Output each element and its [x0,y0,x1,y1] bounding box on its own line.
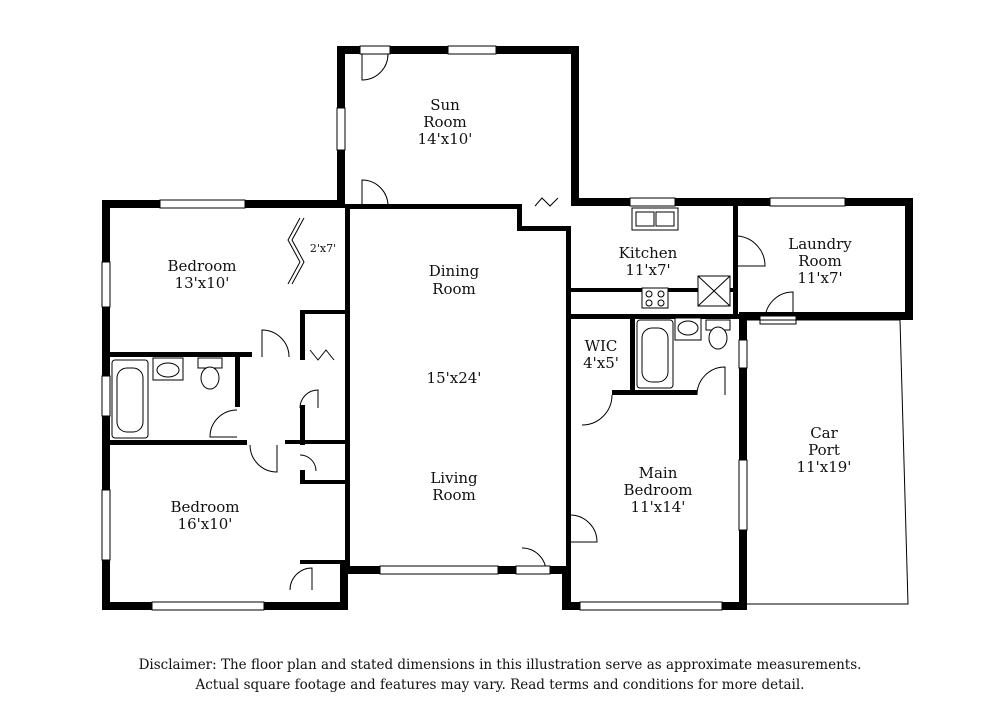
bedroom-bottom-label: Bedroom [171,498,240,516]
car-port-label-2: Port [808,441,840,459]
disclaimer-line-1: Disclaimer: The floor plan and stated di… [138,657,862,673]
closet-size: 2'x7' [310,242,336,255]
disclaimer-line-2: Actual square footage and features may v… [195,677,805,693]
wic-size: 4'x5' [583,354,619,372]
main-bedroom-size: 11'x14' [631,498,686,516]
living-dining-size: 15'x24' [427,369,482,387]
sun-room-label-2: Room [423,113,467,131]
fixtures [111,207,909,605]
bedroom-bottom-size: 16'x10' [178,515,233,533]
wic-label: WIC [585,337,618,355]
disclaimer: Disclaimer: The floor plan and stated di… [0,655,1000,695]
dining-room-label-2: Room [432,280,476,298]
laundry-room-label: Laundry [788,235,852,253]
bedroom-top-size: 13'x10' [175,274,230,292]
main-bedroom-label: Main [639,464,678,482]
dining-room-label: Dining [429,262,480,280]
sun-room-label: Sun [430,96,460,114]
living-room-label: Living [430,469,478,487]
windows [101,45,846,611]
laundry-room-label-2: Room [798,252,842,270]
main-bedroom-label-2: Bedroom [624,481,693,499]
laundry-room-size: 11'x7' [797,269,842,287]
car-port-size: 11'x19' [797,458,852,476]
floor-plan: Sun Room 14'x10' Bedroom 13'x10' 2'x7' D… [101,45,913,611]
room-labels: Sun Room 14'x10' Bedroom 13'x10' 2'x7' D… [168,96,853,533]
kitchen-size: 11'x7' [625,261,670,279]
living-room-label-2: Room [432,486,476,504]
kitchen-label: Kitchen [619,244,678,262]
car-port-label: Car [810,424,838,442]
bedroom-top-label: Bedroom [168,257,237,275]
sun-room-size: 14'x10' [418,130,473,148]
